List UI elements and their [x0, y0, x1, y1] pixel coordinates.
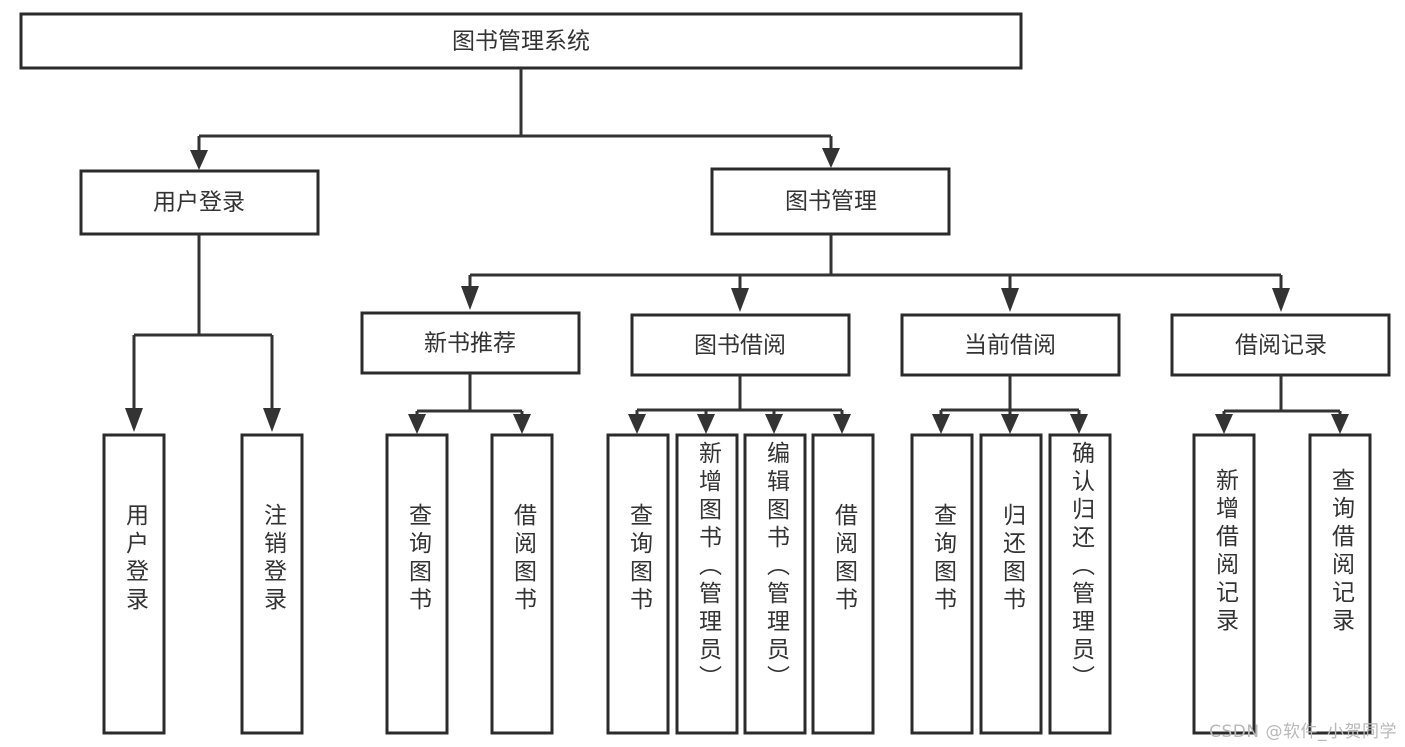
leaf-box-borrow-book-2[interactable]	[811, 433, 875, 735]
edge-book-manage-to-level3	[461, 234, 1290, 312]
edge-current-borrow-to-leaves	[932, 375, 1088, 434]
leaf-box-user-logout[interactable]	[240, 433, 304, 735]
arrow-to-borrow-record	[1272, 288, 1290, 312]
leaf-box-query-book-2[interactable]	[606, 433, 670, 735]
node-book-borrow[interactable]: 图书借阅	[630, 313, 851, 377]
current-borrow-box[interactable]	[900, 313, 1121, 377]
arrow-to-leaf-borrow-book-1	[513, 414, 531, 434]
arrow-to-leaf-confirm-return	[1070, 414, 1088, 434]
user-login-label: 用户登录	[153, 190, 245, 216]
book-borrow-label: 图书借阅	[694, 333, 786, 359]
arrow-to-leaf-user-login	[125, 408, 143, 432]
arrow-to-leaf-user-logout	[263, 408, 281, 432]
leaf-box-borrow-book-1[interactable]	[490, 433, 554, 735]
arrow-to-leaf-edit-book	[765, 414, 783, 434]
leaf-box-query-book-1[interactable]	[385, 433, 449, 735]
arrow-to-leaf-query-book-3	[932, 414, 950, 434]
node-root[interactable]: 图书管理系统	[19, 12, 1023, 70]
root-label: 图书管理系统	[452, 29, 590, 55]
edge-root-to-level2	[190, 68, 840, 170]
book-manage-label: 图书管理	[785, 189, 877, 215]
arrow-to-leaf-query-book-2	[628, 414, 646, 434]
arrow-to-new-book-recommend	[461, 286, 479, 310]
arrow-to-book-manage	[822, 148, 840, 168]
edge-borrow-record-to-leaves	[1215, 375, 1349, 434]
node-new-book-recommend[interactable]: 新书推荐	[360, 311, 581, 375]
arrow-to-leaf-add-record	[1215, 414, 1233, 434]
arrow-to-book-borrow	[731, 288, 749, 312]
arrow-to-leaf-borrow-book-2	[833, 414, 851, 434]
leaf-box-user-login[interactable]	[102, 433, 166, 735]
node-current-borrow[interactable]: 当前借阅	[900, 313, 1121, 377]
node-book-manage[interactable]: 图书管理	[710, 167, 951, 236]
root-box[interactable]	[19, 12, 1023, 70]
current-borrow-label: 当前借阅	[964, 333, 1056, 359]
borrow-record-label: 借阅记录	[1235, 333, 1327, 359]
edge-user-login-to-leaves	[125, 234, 281, 432]
leaf-box-add-book[interactable]	[675, 433, 739, 735]
arrow-to-leaf-query-book-1	[408, 414, 426, 434]
arrow-to-leaf-query-record	[1331, 414, 1349, 434]
arrow-to-user-login	[190, 150, 208, 170]
arrow-to-leaf-add-book	[697, 414, 715, 434]
edge-book-borrow-to-leaves	[628, 375, 851, 434]
node-borrow-record[interactable]: 借阅记录	[1170, 313, 1391, 377]
leaf-box-edit-book[interactable]	[743, 433, 807, 735]
edge-new-book-recommend-to-leaves	[408, 373, 531, 434]
user-login-box[interactable]	[79, 169, 320, 236]
leaf-box-return-book[interactable]	[979, 433, 1043, 735]
node-user-login[interactable]: 用户登录	[79, 169, 320, 236]
leaf-box-add-record[interactable]	[1192, 433, 1256, 735]
leaf-box-query-record[interactable]	[1308, 433, 1372, 735]
arrow-to-current-borrow	[1001, 288, 1019, 312]
new-book-recommend-box[interactable]	[360, 311, 581, 375]
csdn-watermark: CSDN @软件_小贺同学	[1209, 722, 1397, 742]
leaf-box-query-book-3[interactable]	[910, 433, 974, 735]
leaf-box-confirm-return[interactable]	[1048, 433, 1112, 735]
arrow-to-leaf-return-book	[1001, 414, 1019, 434]
new-book-recommend-label: 新书推荐	[424, 331, 516, 357]
